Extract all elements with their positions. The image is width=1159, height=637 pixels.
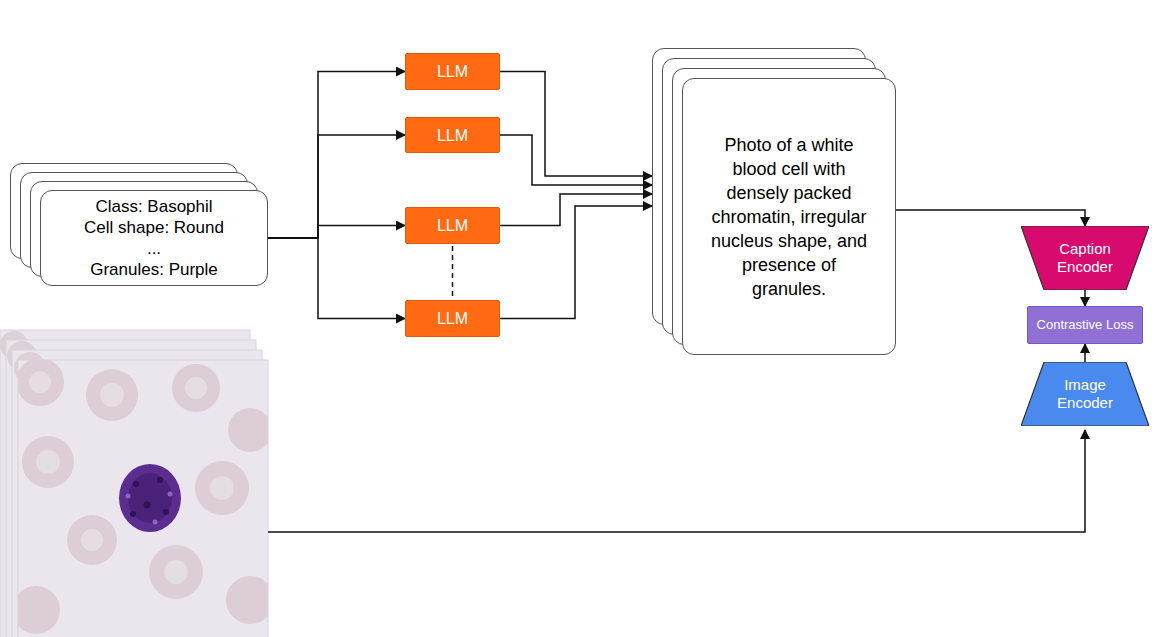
text-group: LLM	[437, 126, 468, 145]
node-text: Cell shape: Round	[49, 217, 259, 238]
text-group: Class: BasophilCell shape: Round...Granu…	[49, 196, 259, 280]
caption-encoder: Caption Encoder	[1021, 226, 1149, 290]
llm-box: LLM	[405, 53, 500, 90]
connector-arrow	[1084, 290, 1086, 306]
connector-arrow	[896, 210, 1085, 226]
text-group: Contrastive Loss	[1037, 317, 1134, 333]
connector-arrow	[500, 206, 652, 319]
node-text: Granules: Purple	[49, 259, 259, 280]
node-text: LLM	[437, 62, 468, 81]
node-text: LLM	[437, 216, 468, 235]
node-text: ...	[49, 238, 259, 259]
text-group: LLM	[437, 216, 468, 235]
image-stack	[0, 330, 274, 637]
attribute-card: Class: BasophilCell shape: Round...Granu…	[10, 163, 268, 286]
caption-card: Photo of a white blood cell with densely…	[652, 48, 896, 355]
contrastive-loss-box: Contrastive Loss	[1027, 306, 1143, 344]
connector-arrow	[500, 194, 652, 226]
image-encoder: Image Encoder	[1021, 362, 1149, 426]
node-text: Photo of a white blood cell with densely…	[703, 133, 875, 301]
text-group: LLM	[437, 62, 468, 81]
connector-arrow	[500, 72, 652, 177]
dashed-ellipsis	[452, 246, 454, 298]
connector-arrow	[268, 135, 405, 238]
connector-arrow	[1084, 344, 1086, 362]
node-text: LLM	[437, 309, 468, 328]
text-group: LLM	[437, 309, 468, 328]
llm-box: LLM	[405, 300, 500, 337]
text-group: Photo of a white blood cell with densely…	[703, 133, 875, 301]
connector-arrow	[268, 72, 405, 239]
text-group: Caption Encoder	[1047, 240, 1123, 276]
connector-arrow	[268, 226, 405, 239]
front-card: Class: BasophilCell shape: Round...Granu…	[40, 190, 268, 286]
node-text: Image Encoder	[1047, 376, 1123, 412]
text-group: Image Encoder	[1047, 376, 1123, 412]
llm-box: LLM	[405, 117, 500, 153]
connector-arrow	[268, 238, 405, 319]
front-card: Photo of a white blood cell with densely…	[682, 78, 896, 355]
node-text: Class: Basophil	[49, 196, 259, 217]
node-text: Contrastive Loss	[1037, 317, 1134, 333]
node-text: LLM	[437, 126, 468, 145]
connector-arrow	[500, 135, 652, 185]
node-text: Caption Encoder	[1047, 240, 1123, 276]
llm-box: LLM	[405, 207, 500, 244]
image-wire	[268, 430, 1085, 532]
